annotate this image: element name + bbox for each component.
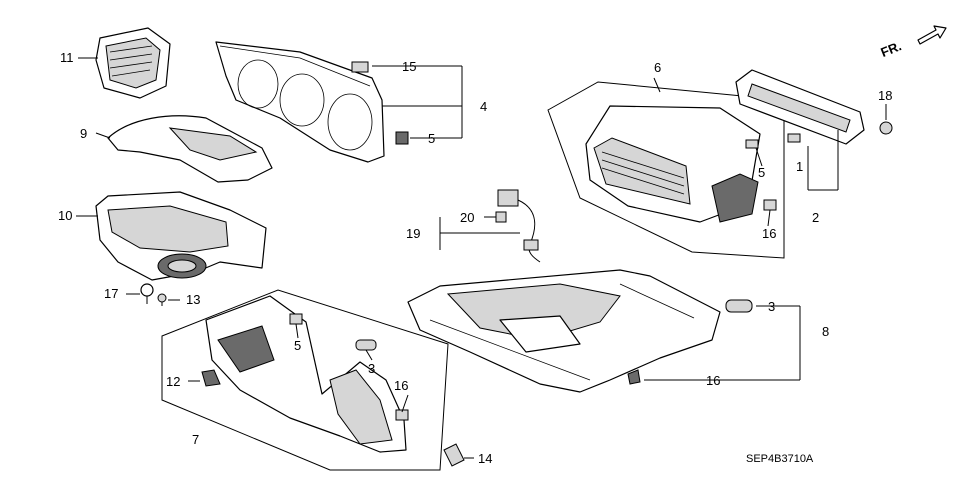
callout-5-visor: 5: [428, 131, 435, 146]
callout-12: 12: [166, 374, 180, 389]
callout-17: 17: [104, 286, 118, 301]
callout-16-dash: 16: [762, 226, 776, 241]
callout-3-frame: 3: [768, 299, 775, 314]
screw-parts-17-13: [126, 283, 180, 306]
callout-8: 8: [822, 324, 829, 339]
callout-2: 2: [812, 210, 819, 225]
callout-10: 10: [58, 208, 72, 223]
callout-19: 19: [406, 226, 420, 241]
callout-15: 15: [402, 59, 416, 74]
lower-frame-part: [407, 269, 721, 393]
front-direction-arrow: FR.: [878, 25, 947, 60]
side-air-vent-part: [78, 27, 171, 99]
callout-1: 1: [796, 159, 803, 174]
center-dash-panel-part: [547, 81, 785, 259]
callout-16-frame: 16: [706, 373, 720, 388]
front-direction-label: FR.: [878, 38, 903, 60]
panel-small-parts: [188, 313, 474, 467]
callout-3-panel: 3: [368, 361, 375, 376]
diagram-code: SEP4B3710A: [746, 453, 814, 465]
control-unit-part: [735, 69, 865, 191]
callout-14: 14: [478, 451, 492, 466]
clip-parts-15-5: [351, 61, 463, 145]
lower-panel-part: [161, 289, 449, 471]
meter-visor-part: [215, 41, 385, 163]
callout-9: 9: [80, 126, 87, 141]
callout-5-panel: 5: [294, 338, 301, 353]
callout-18: 18: [878, 88, 892, 103]
callout-6: 6: [654, 60, 661, 75]
callout-20: 20: [460, 210, 474, 225]
callout-7: 7: [192, 432, 199, 447]
wire-harness-part: [439, 189, 541, 263]
callout-5-dash: 5: [758, 165, 765, 180]
bolt-part-18: [879, 104, 893, 135]
lower-column-cover-part: [76, 191, 267, 281]
callout-13: 13: [186, 292, 200, 307]
callout-4: 4: [480, 99, 487, 114]
callout-11: 11: [60, 50, 74, 65]
callout-16-panel: 16: [394, 378, 408, 393]
upper-column-cover-part: [95, 115, 273, 183]
